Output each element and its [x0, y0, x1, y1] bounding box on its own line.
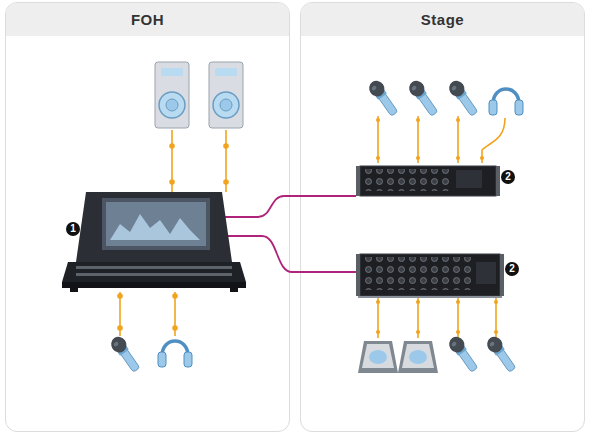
- illustration-part: [76, 273, 232, 276]
- illustration-part: [456, 118, 460, 122]
- illustration-part: [376, 118, 498, 334]
- illustration-part: [398, 341, 438, 373]
- illustration-part: [446, 78, 481, 119]
- illustration-part: [108, 334, 143, 375]
- illustration-part: [494, 330, 498, 334]
- illustration-part: [173, 326, 177, 330]
- illustration-part: [118, 294, 122, 298]
- panel-heading: FOH: [6, 3, 289, 36]
- illustration-part: [110, 214, 200, 240]
- illustration-part: [212, 196, 356, 217]
- illustration-part: [230, 288, 238, 292]
- illustration-part: [494, 300, 498, 304]
- illustration-part: [102, 198, 210, 250]
- illustration-part: [356, 166, 360, 196]
- illustration-part: [209, 62, 243, 128]
- callout-number: 2: [501, 170, 515, 184]
- illustration-part: [406, 78, 441, 119]
- illustration-part: [358, 296, 502, 298]
- illustration-part: [356, 254, 360, 296]
- illustration-part: [378, 116, 505, 338]
- illustration-part: [118, 326, 122, 330]
- illustration-part: [76, 266, 232, 269]
- illustration-part: [416, 118, 420, 122]
- illustration-part: [212, 196, 356, 272]
- illustration-part: [106, 202, 206, 246]
- illustration-part: [376, 156, 380, 160]
- illustration-part: [456, 300, 460, 304]
- illustration-part: [62, 282, 246, 288]
- illustration-part: [62, 262, 246, 282]
- panel-heading: Stage: [301, 3, 584, 36]
- illustration-part: [224, 180, 228, 184]
- illustration-part: [62, 192, 246, 292]
- illustration-part: [356, 166, 504, 298]
- illustration-part: [376, 330, 380, 334]
- illustration-part: [417, 116, 419, 163]
- illustration-part: [377, 116, 379, 163]
- illustration-part: [480, 156, 484, 160]
- callout-number: 1: [66, 222, 80, 236]
- region-panel: Stage: [300, 2, 585, 432]
- illustration-part: [360, 166, 496, 196]
- illustration-part: [416, 330, 420, 334]
- illustration-part: [170, 180, 174, 184]
- illustration-part: [366, 78, 401, 119]
- illustration-part: [173, 294, 177, 298]
- illustration-part: [476, 262, 496, 284]
- illustration-part: [364, 257, 474, 290]
- illustration-part: [484, 334, 519, 375]
- illustration-part: [416, 156, 420, 160]
- illustration-part: [170, 144, 174, 148]
- illustration-part: [70, 288, 78, 292]
- illustration-part: [456, 330, 460, 334]
- illustration-part: [158, 341, 192, 367]
- illustration-part: [358, 341, 398, 373]
- illustration-part: [457, 116, 459, 163]
- illustration-part: [360, 254, 500, 296]
- illustration-part: [446, 334, 481, 375]
- illustration-part: [496, 166, 500, 196]
- illustration-part: [376, 300, 380, 304]
- illustration-part: [364, 169, 452, 191]
- illustration-part: [416, 300, 420, 304]
- illustration-part: [482, 118, 505, 163]
- illustration-part: [500, 254, 504, 296]
- illustration-part: [456, 156, 460, 160]
- illustration-part: [155, 62, 189, 128]
- illustration-part: [456, 170, 482, 188]
- illustration-part: [76, 192, 232, 262]
- illustration-part: [224, 144, 228, 148]
- illustration-part: [376, 118, 380, 122]
- illustration-part: [489, 89, 523, 115]
- callout-number: 2: [505, 262, 519, 276]
